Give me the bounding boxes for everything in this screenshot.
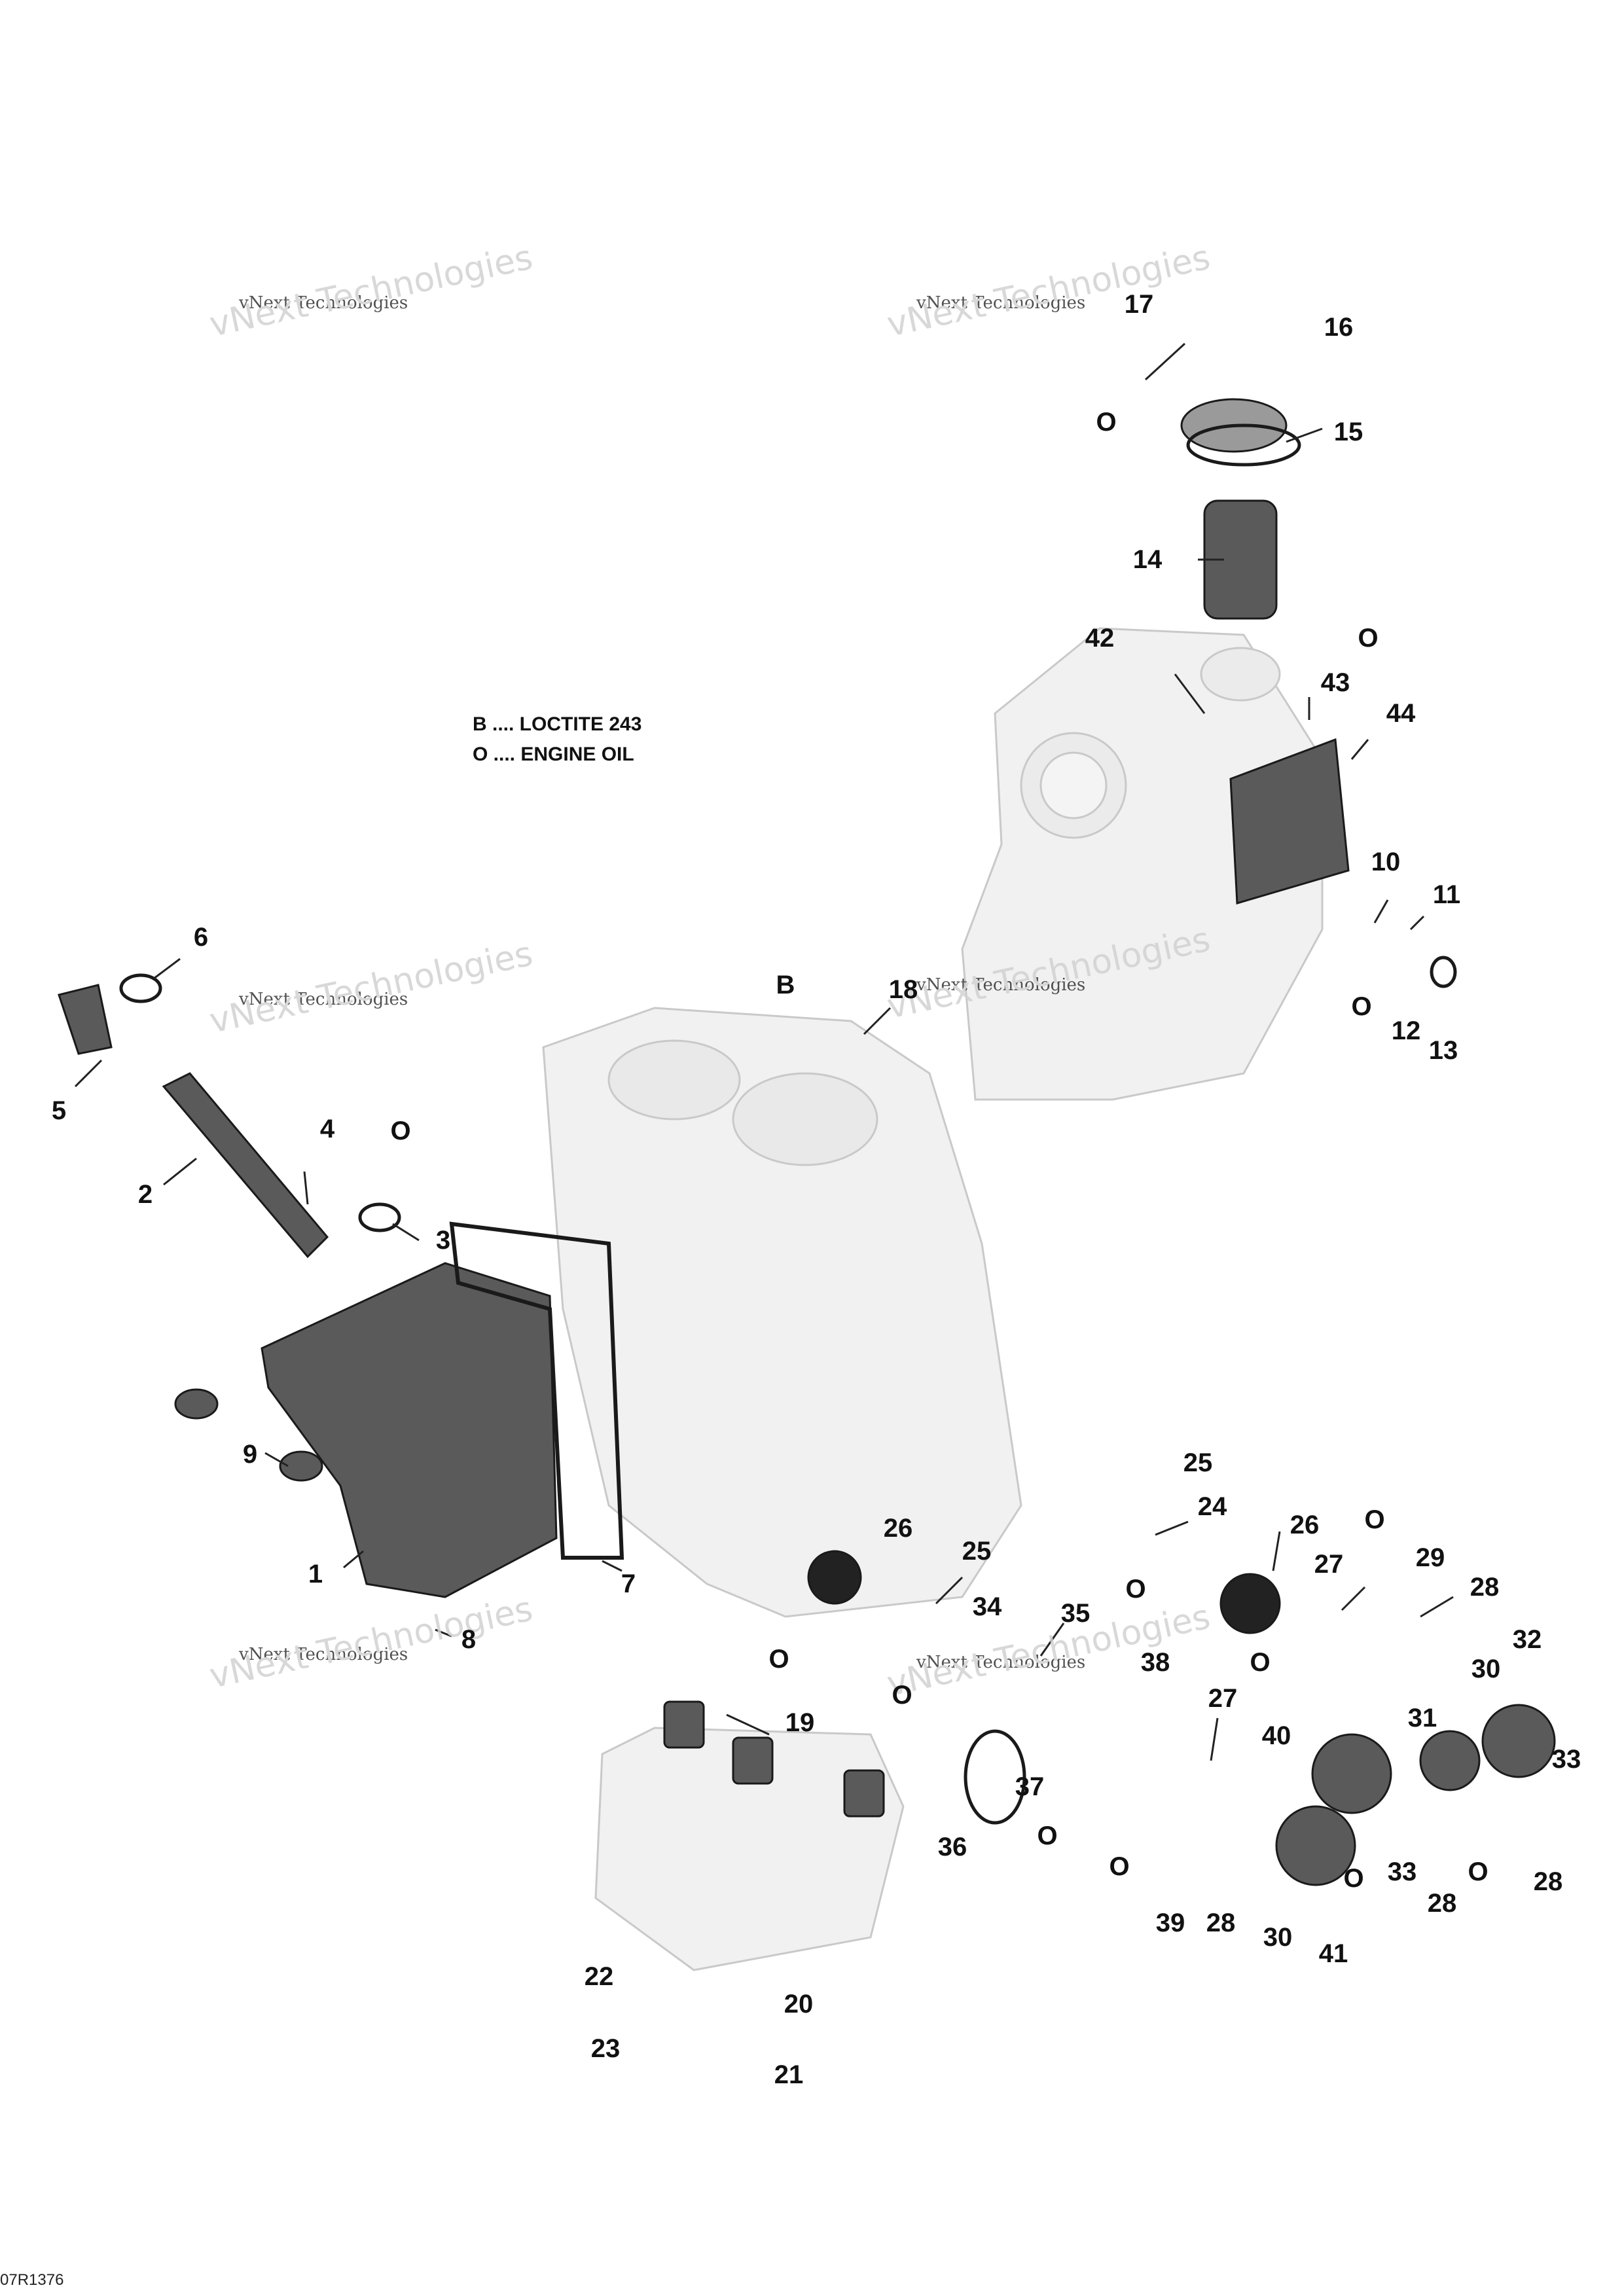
o-ring-15 <box>1186 423 1301 467</box>
o-ring-6 <box>119 973 162 1003</box>
dipstick-tube <box>162 1072 329 1259</box>
callout-33b: 33 <box>1551 1745 1581 1774</box>
callout-31: 31 <box>1407 1704 1437 1732</box>
oil-marker: O <box>892 1681 912 1710</box>
callout-29: 29 <box>1415 1543 1445 1572</box>
callout-18: 18 <box>888 975 918 1004</box>
callout-13: 13 <box>1428 1036 1458 1065</box>
dipstick-handle <box>58 984 113 1055</box>
callout-4: 4 <box>319 1115 335 1143</box>
o-ring-36 <box>964 1729 1026 1825</box>
legend-loctite: B .... LOCTITE 243 <box>473 713 642 735</box>
callout-32: 32 <box>1512 1625 1542 1654</box>
gear-41 <box>1275 1805 1356 1886</box>
oil-marker: O <box>1109 1852 1130 1881</box>
callout-2: 2 <box>137 1180 153 1209</box>
callout-16: 16 <box>1324 313 1354 342</box>
strainer-c <box>843 1769 885 1818</box>
drawing-number: 07R1376 <box>0 2271 64 2289</box>
callout-36: 36 <box>937 1833 967 1861</box>
callout-35: 35 <box>1060 1599 1091 1628</box>
callout-27a: 27 <box>1314 1550 1344 1579</box>
gear-32 <box>1481 1704 1556 1778</box>
callout-28b: 28 <box>1206 1909 1236 1937</box>
callout-40: 40 <box>1261 1721 1291 1750</box>
callout-30b: 30 <box>1263 1923 1293 1952</box>
callout-39: 39 <box>1155 1909 1185 1937</box>
legend: B .... LOCTITE 243 O .... ENGINE OIL <box>473 709 641 770</box>
oil-marker: O <box>1343 1864 1364 1893</box>
callout-38: 38 <box>1140 1648 1170 1677</box>
oil-marker: O <box>1125 1575 1146 1604</box>
callout-30a: 30 <box>1471 1655 1501 1683</box>
callout-27b: 27 <box>1208 1684 1238 1713</box>
callout-21: 21 <box>774 2060 804 2089</box>
callout-1: 1 <box>308 1560 323 1588</box>
oil-marker: O <box>1364 1505 1385 1534</box>
callout-15: 15 <box>1333 418 1363 446</box>
callout-28a: 28 <box>1470 1573 1500 1602</box>
strainer-b <box>732 1736 774 1785</box>
callout-11: 11 <box>1432 880 1461 909</box>
callout-7: 7 <box>621 1570 636 1598</box>
o-ring-3 <box>358 1202 401 1232</box>
grommet-b <box>279 1450 323 1482</box>
loctite-marker: B <box>776 971 795 999</box>
oil-marker: O <box>390 1117 411 1145</box>
callout-3: 3 <box>435 1226 451 1255</box>
o-ring-12 <box>1430 956 1457 988</box>
cylinder-bore-right <box>732 1072 878 1166</box>
legend-engine-oil: O .... ENGINE OIL <box>473 744 634 765</box>
oil-marker: O <box>1096 408 1117 437</box>
callout-14: 14 <box>1132 545 1163 574</box>
oil-marker: O <box>768 1645 789 1674</box>
callout-28d: 28 <box>1533 1867 1563 1896</box>
callout-6: 6 <box>193 923 209 952</box>
callout-34: 34 <box>972 1592 1002 1621</box>
callout-9: 9 <box>242 1440 258 1469</box>
callout-22: 22 <box>584 1962 614 1991</box>
strainer-a <box>663 1700 705 1749</box>
oil-marker: O <box>1468 1857 1489 1886</box>
callout-25a: 25 <box>1183 1448 1213 1477</box>
callout-43: 43 <box>1320 668 1350 697</box>
callout-26b: 26 <box>1290 1511 1320 1539</box>
oil-marker: O <box>1037 1821 1058 1850</box>
grommet-a <box>174 1388 219 1420</box>
callout-19: 19 <box>785 1708 815 1737</box>
oil-marker: O <box>1250 1648 1271 1677</box>
callout-33a: 33 <box>1387 1857 1417 1886</box>
oil-tank <box>261 1262 558 1598</box>
callout-24: 24 <box>1197 1492 1227 1521</box>
housing-26a <box>807 1550 862 1605</box>
callout-12: 12 <box>1391 1016 1421 1045</box>
callout-17: 17 <box>1124 290 1154 319</box>
callout-23: 23 <box>590 2034 621 2063</box>
oil-marker: O <box>1351 992 1372 1021</box>
cylinder-bore-left <box>607 1039 741 1121</box>
oil-marker: O <box>1358 624 1379 653</box>
callout-5: 5 <box>51 1096 67 1125</box>
housing-26b <box>1219 1573 1281 1634</box>
callout-41: 41 <box>1318 1939 1348 1968</box>
callout-28c: 28 <box>1427 1889 1457 1918</box>
gear-31 <box>1419 1730 1481 1791</box>
callout-10: 10 <box>1371 848 1401 876</box>
callout-25b: 25 <box>962 1537 992 1566</box>
gear-40 <box>1311 1733 1392 1814</box>
engine-block <box>542 1007 1022 1618</box>
callout-26a: 26 <box>883 1514 913 1543</box>
oil-cooler <box>1229 738 1350 905</box>
callout-20: 20 <box>784 1990 814 2018</box>
callout-8: 8 <box>461 1625 477 1654</box>
callout-44: 44 <box>1386 699 1416 728</box>
callout-37: 37 <box>1015 1772 1045 1801</box>
callout-42: 42 <box>1085 624 1115 653</box>
tank-gasket <box>449 1221 624 1560</box>
